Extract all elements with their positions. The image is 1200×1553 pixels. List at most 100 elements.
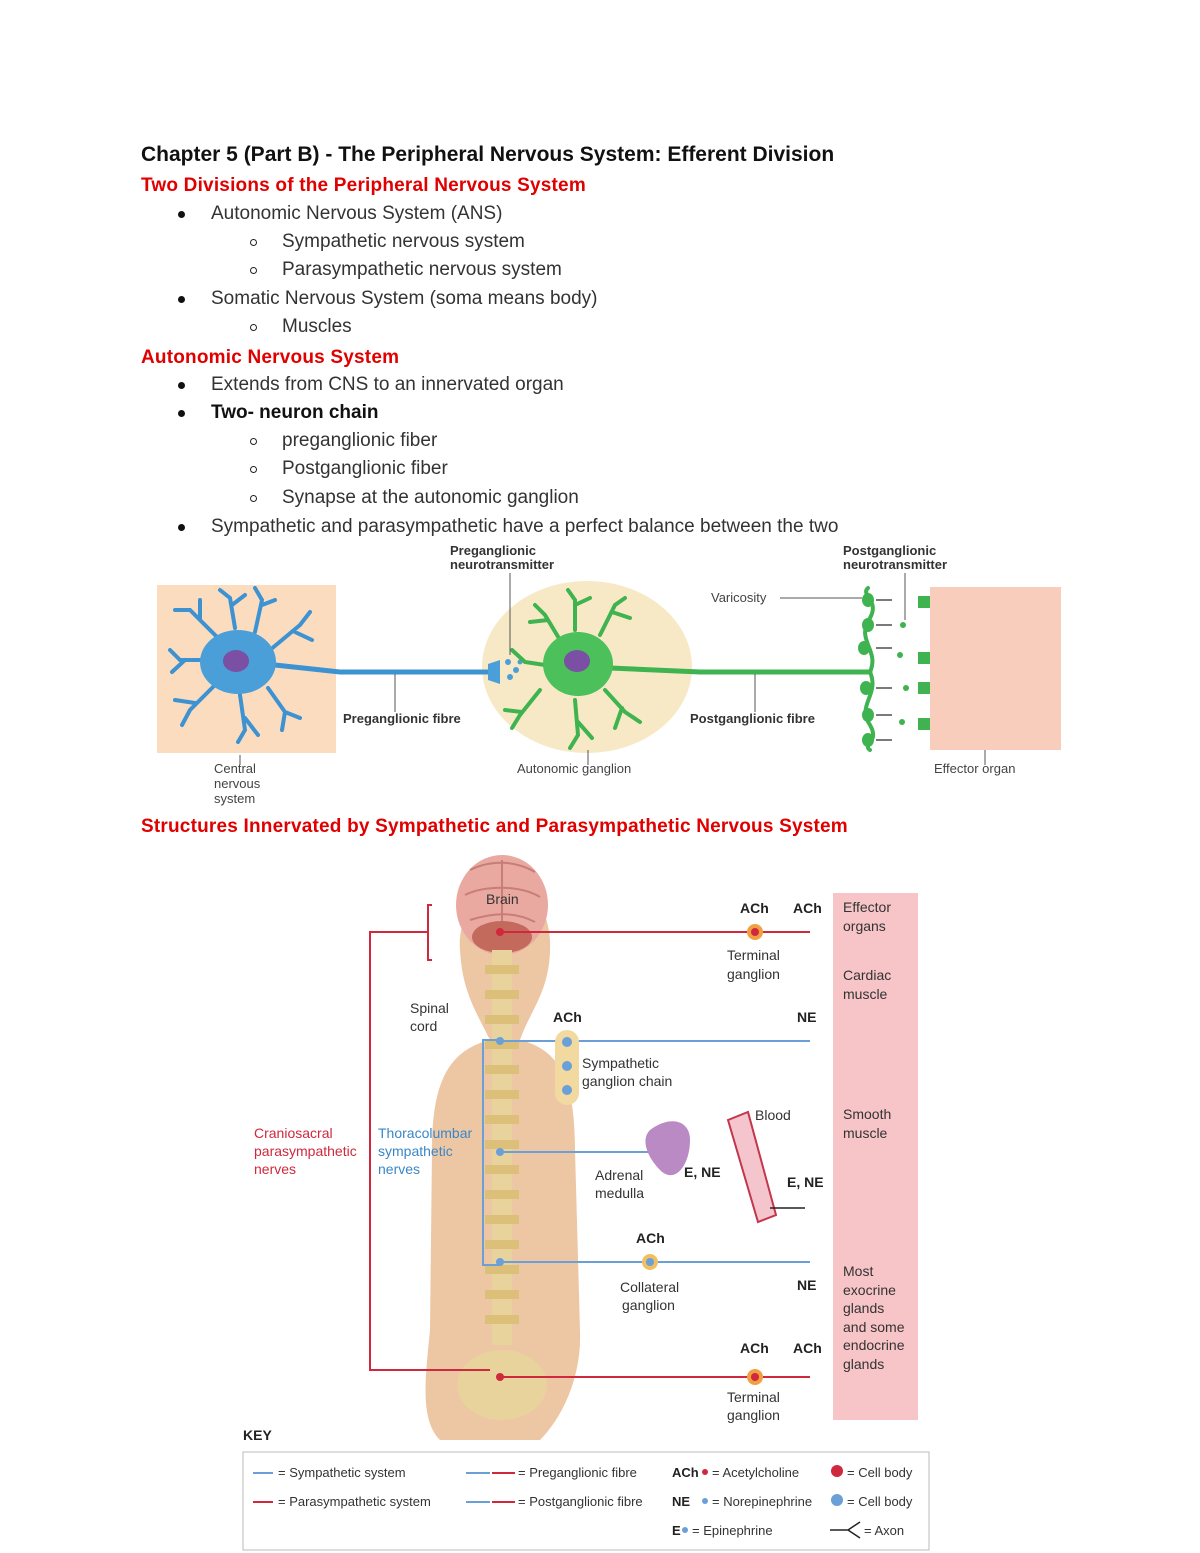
label-blood: Blood [755,1107,791,1123]
label-ach: ACh [740,900,769,916]
bullet-icon [178,296,185,303]
list-item: Autonomic Nervous System (ANS) [211,203,503,224]
label-pre-nt: neurotransmitter [450,557,554,572]
label-postganglionic-fibre: Postganglionic fibre [690,711,815,726]
label-glands: glands [843,1300,884,1316]
label-spinal-cord: cord [410,1018,437,1034]
label-glands: and some [843,1319,905,1335]
key-e-def: = Epinephrine [692,1523,773,1538]
key-e: E [672,1523,681,1538]
label-pre-nt: Preganglionic [450,543,536,558]
label-varicosity: Varicosity [711,590,767,605]
key-cell-body-red: = Cell body [847,1465,913,1480]
list-item: Parasympathetic nervous system [282,259,562,280]
bullet-icon [178,382,185,389]
label-collateral-ganglion: Collateral [620,1279,679,1295]
hollow-bullet-icon [250,466,257,473]
label-craniosacral: nerves [254,1161,296,1177]
list-item: Muscles [282,316,352,337]
list-item: Sympathetic nervous system [282,231,525,252]
label-post-nt: neurotransmitter [843,557,947,572]
key-title: KEY [243,1427,272,1443]
list-item: Synapse at the autonomic ganglion [282,487,579,508]
label-chain: Sympathetic [582,1055,659,1071]
section-heading-structures: Structures Innervated by Sympathetic and… [141,816,848,837]
key-axon: = Axon [864,1523,904,1538]
key-preganglionic: = Preganglionic fibre [518,1465,637,1480]
key-box [242,1451,930,1551]
label-glands: glands [843,1356,884,1372]
label-ach: ACh [740,1340,769,1356]
list-item: Postganglionic fiber [282,458,448,479]
bullet-icon [178,524,185,531]
label-thoracolumbar: Thoracolumbar [378,1125,472,1141]
label-brain: Brain [486,891,519,907]
label-ne: NE [797,1009,816,1025]
label-glands: exocrine [843,1282,896,1298]
section-heading-ans: Autonomic Nervous System [141,347,400,368]
label-cns: nervous [214,776,261,791]
key-sympathetic: = Sympathetic system [278,1465,406,1480]
label-ach: ACh [636,1230,665,1246]
bullet-icon [178,410,185,417]
key-ach-def: = Acetylcholine [712,1465,799,1480]
page-title: Chapter 5 (Part B) - The Peripheral Nerv… [141,143,835,166]
adrenal-gland-icon [645,1121,690,1176]
hollow-bullet-icon [250,239,257,246]
key-parasympathetic: = Parasympathetic system [278,1494,431,1509]
key-ne: NE [672,1494,690,1509]
label-glands: endocrine [843,1337,905,1353]
list-item: Extends from CNS to an innervated organ [211,374,564,395]
hollow-bullet-icon [250,438,257,445]
label-terminal-ganglion: ganglion [727,966,780,982]
hollow-bullet-icon [250,495,257,502]
label-post-nt: Postganglionic [843,543,936,558]
label-effector: organs [843,918,886,934]
label-effector: Effector [843,899,891,915]
label-ne: NE [797,1277,816,1293]
hollow-bullet-icon [250,324,257,331]
label-smooth: Smooth [843,1106,891,1122]
label-smooth: muscle [843,1125,888,1141]
label-preganglionic-fibre: Preganglionic fibre [343,711,461,726]
list-item: preganglionic fiber [282,430,438,451]
label-craniosacral: parasympathetic [254,1143,357,1159]
list-item: Sympathetic and parasympathetic have a p… [211,516,839,537]
blood-vessel-icon [726,1110,778,1224]
label-autonomic-ganglion: Autonomic ganglion [517,761,631,776]
label-terminal-ganglion: Terminal [727,947,780,963]
label-adrenal: Adrenal [595,1167,643,1183]
label-e-ne: E, NE [684,1164,721,1180]
label-ach: ACh [553,1009,582,1025]
label-terminal-ganglion: Terminal [727,1389,780,1405]
preganglionic-neuron [168,586,523,744]
postganglionic-neuron [503,586,930,752]
body-silhouette [425,855,581,1440]
label-cardiac: Cardiac [843,967,891,983]
label-cardiac: muscle [843,986,888,1002]
label-cns: system [214,791,255,806]
list-item: Two- neuron chain [211,402,379,423]
list-item: Somatic Nervous System (soma means body) [211,288,598,309]
label-cns: Central [214,761,256,776]
label-terminal-ganglion: ganglion [727,1407,780,1423]
label-craniosacral: Craniosacral [254,1125,333,1141]
section-heading-divisions: Two Divisions of the Peripheral Nervous … [141,175,586,196]
label-ach: ACh [793,1340,822,1356]
label-collateral-ganglion: ganglion [622,1297,675,1313]
key-postganglionic: = Postganglionic fibre [518,1494,643,1509]
label-thoracolumbar: nerves [378,1161,420,1177]
label-glands: Most [843,1263,873,1279]
label-e-ne: E, NE [787,1174,824,1190]
bullet-icon [178,211,185,218]
label-thoracolumbar: sympathetic [378,1143,453,1159]
label-effector-organ: Effector organ [934,761,1015,776]
key-cell-body-blue: = Cell body [847,1494,913,1509]
two-neuron-chain-figure: Preganglionic neurotransmitter Postgangl… [157,543,1061,806]
key-ach: ACh [672,1465,699,1480]
hollow-bullet-icon [250,267,257,274]
key-ne-def: = Norepinephrine [712,1494,812,1509]
label-ach: ACh [793,900,822,916]
label-chain: ganglion chain [582,1073,672,1089]
label-adrenal: medulla [595,1185,644,1201]
